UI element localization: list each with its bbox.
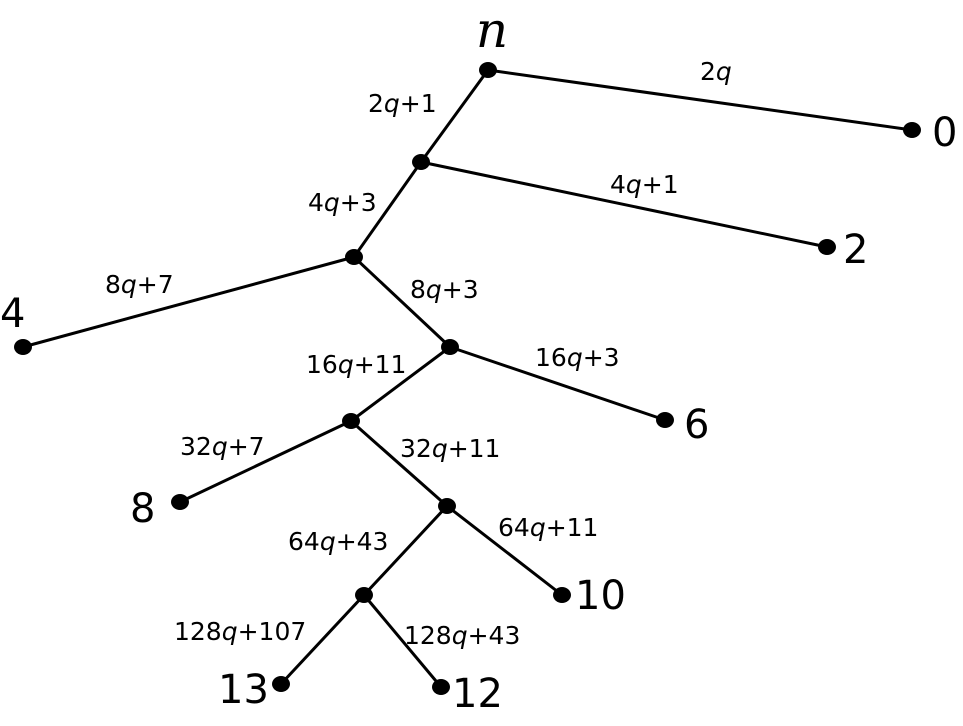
leaf-node-13 <box>272 676 290 692</box>
edge-label: 2q <box>700 57 732 86</box>
leaf-label: 6 <box>684 402 709 448</box>
edge-label: 16q+3 <box>535 343 620 372</box>
leaf-node-10 <box>553 587 571 603</box>
edge-label: 128q+107 <box>174 617 306 646</box>
edge-label: 64q+11 <box>498 513 598 542</box>
leaf-label: 10 <box>575 573 626 619</box>
edge-node-c-to-leaf-6 <box>449 345 666 422</box>
edge-labels: 2q 2q+1 4q+1 4q+3 8q+7 8q+3 16q+3 16q+11… <box>105 57 732 650</box>
edge-node-a-to-leaf-2 <box>420 160 828 249</box>
edge-label: 2q+1 <box>368 89 437 118</box>
edge-label: 64q+43 <box>288 527 388 556</box>
leaf-label: 13 <box>218 667 269 713</box>
edge-node-a-to-node-b <box>352 161 423 258</box>
edge-node-f-to-leaf-13 <box>279 593 366 686</box>
leaf-label: 2 <box>843 227 868 273</box>
leaf-label: 4 <box>0 291 25 337</box>
node-f <box>355 587 373 603</box>
edge-node-d-to-node-e <box>350 419 448 508</box>
edge-node-e-to-leaf-10 <box>446 504 563 597</box>
edge-label: 8q+3 <box>410 275 479 304</box>
leaf-node-6 <box>656 412 674 428</box>
node-c <box>441 339 459 355</box>
edge-node-d-to-leaf-8 <box>179 419 352 504</box>
edge-label: 32q+11 <box>400 434 500 463</box>
leaf-node-0 <box>903 122 921 138</box>
tree-edges <box>22 68 913 688</box>
node-d <box>342 413 360 429</box>
node-root <box>479 62 497 78</box>
edge-node-b-to-node-c <box>352 255 452 349</box>
leaf-labels: 0 2 4 6 8 10 13 12 <box>0 110 957 717</box>
edge-node-c-to-node-d <box>350 345 451 423</box>
leaf-node-8 <box>171 494 189 510</box>
leaf-label: 0 <box>932 110 957 156</box>
node-a <box>412 154 430 170</box>
edge-root-to-leaf-0 <box>487 68 913 132</box>
node-b <box>345 249 363 265</box>
edge-label: 4q+3 <box>308 188 377 217</box>
edge-root-to-node-a <box>419 69 490 163</box>
leaf-node-12 <box>432 679 450 695</box>
tree-nodes <box>14 62 921 695</box>
edge-label: 32q+7 <box>180 432 265 461</box>
edge-node-e-to-node-f <box>362 504 449 597</box>
leaf-node-4 <box>14 339 32 355</box>
edge-label: 128q+43 <box>404 621 520 650</box>
edge-node-f-to-leaf-12 <box>362 594 443 688</box>
edge-node-b-to-leaf-4 <box>22 255 355 349</box>
node-e <box>438 498 456 514</box>
edge-label: 8q+7 <box>105 270 174 299</box>
leaf-label: 8 <box>130 486 155 532</box>
leaf-node-2 <box>818 239 836 255</box>
leaf-label: 12 <box>452 671 503 717</box>
edge-label: 16q+11 <box>306 350 406 379</box>
edge-label: 4q+1 <box>610 170 679 199</box>
root-label: n <box>476 1 508 59</box>
